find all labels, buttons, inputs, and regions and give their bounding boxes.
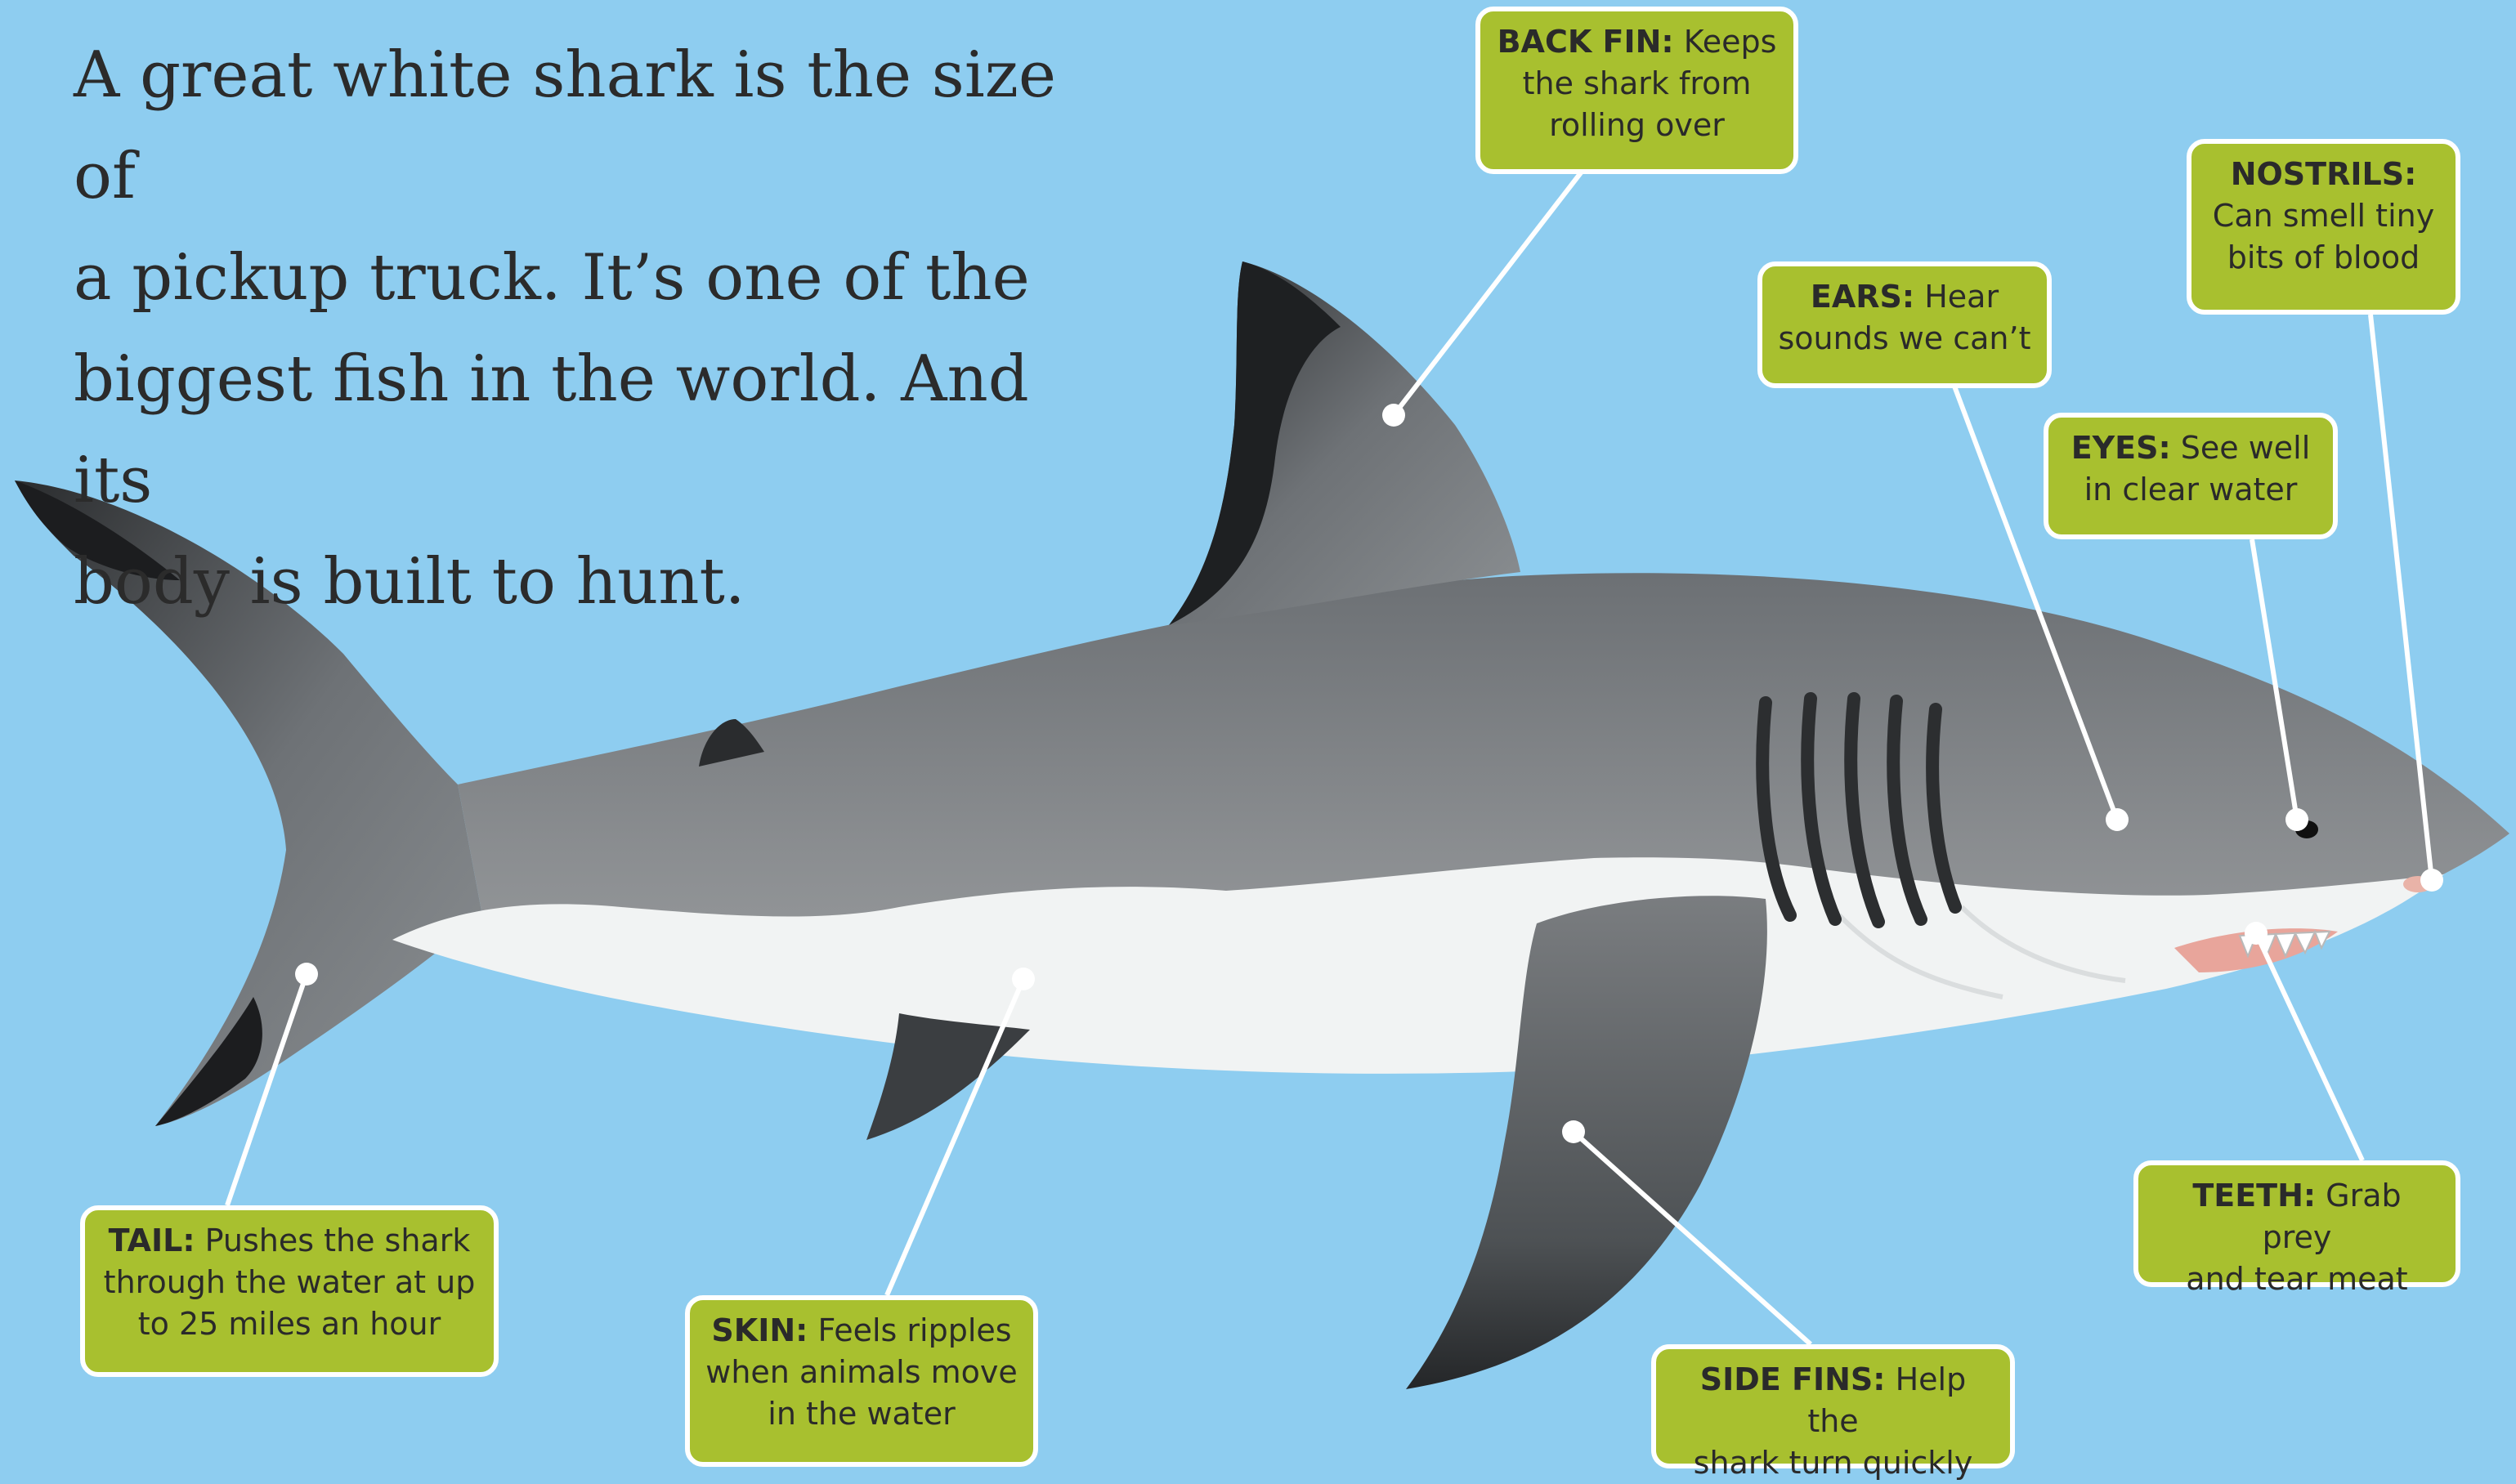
tail-text-1: Pushes the shark [195, 1223, 471, 1258]
eyes-title: EYES: [2071, 430, 2171, 466]
teeth-title: TEETH: [2192, 1178, 2316, 1214]
tail-pointer-dot [295, 963, 318, 986]
skin-label: SKIN: Feels ripples when animals move in… [685, 1295, 1038, 1467]
nostrils-title: NOSTRILS: [2231, 156, 2417, 192]
back-fin-text-2: the shark from [1523, 65, 1752, 101]
back-fin-text-1: Keeps [1674, 24, 1777, 60]
intro-line-3: biggest fish in the world. And its [74, 342, 1029, 517]
eyes-pointer-dot [2285, 808, 2308, 831]
intro-line-1: A great white shark is the size of [74, 38, 1056, 213]
eyes-text-2: in clear water [2084, 472, 2298, 507]
tail-text-3: to 25 miles an hour [138, 1306, 441, 1342]
tail-label: TAIL: Pushes the shark through the water… [80, 1205, 499, 1377]
eyes-text-1: See well [2171, 430, 2311, 466]
tail-title: TAIL: [109, 1223, 195, 1258]
nostrils-pointer-dot [2420, 869, 2443, 892]
side-fins-title: SIDE FINS: [1700, 1361, 1886, 1397]
back-fin-pointer-line [1394, 172, 1582, 415]
side-fins-pointer-dot [1562, 1120, 1585, 1143]
nostrils-text-3: bits of blood [2227, 239, 2420, 275]
teeth-pointer-dot [2245, 922, 2268, 945]
skin-text-3: in the water [768, 1396, 955, 1432]
teeth-text-2: and tear meat [2186, 1261, 2407, 1297]
ears-label: EARS: Hear sounds we can’t [1757, 261, 2052, 388]
teeth-label: TEETH: Grab prey and tear meat [2133, 1160, 2460, 1287]
ears-text-2: sounds we can’t [1779, 320, 2031, 356]
side-fins-text-2: shark turn quickly [1694, 1445, 1973, 1481]
skin-text-2: when animals move [705, 1354, 1018, 1390]
ears-pointer-dot [2106, 808, 2129, 831]
back-fin-text-3: rolling over [1549, 107, 1725, 143]
intro-paragraph: A great white shark is the size of a pick… [74, 25, 1087, 632]
intro-line-2: a pickup truck. It’s one of the [74, 241, 1030, 315]
eyes-label: EYES: See well in clear water [2044, 413, 2338, 539]
nostrils-text-2: Can smell tiny [2213, 198, 2434, 234]
skin-text-1: Feels ripples [808, 1312, 1011, 1348]
nostrils-label: NOSTRILS: Can smell tiny bits of blood [2187, 139, 2460, 315]
side-fins-label: SIDE FINS: Help the shark turn quickly [1651, 1344, 2015, 1468]
ears-title: EARS: [1811, 279, 1914, 315]
skin-title: SKIN: [711, 1312, 808, 1348]
intro-line-4: body is built to hunt. [74, 545, 745, 619]
teeth-pointer-line [2256, 933, 2362, 1160]
skin-pointer-dot [1012, 968, 1035, 990]
back-fin-title: BACK FIN: [1498, 24, 1674, 60]
ears-text-1: Hear [1914, 279, 1999, 315]
back-fin-pointer-dot [1382, 404, 1405, 427]
tail-text-2: through the water at up [104, 1264, 476, 1300]
back-fin-label: BACK FIN: Keeps the shark from rolling o… [1475, 7, 1798, 174]
